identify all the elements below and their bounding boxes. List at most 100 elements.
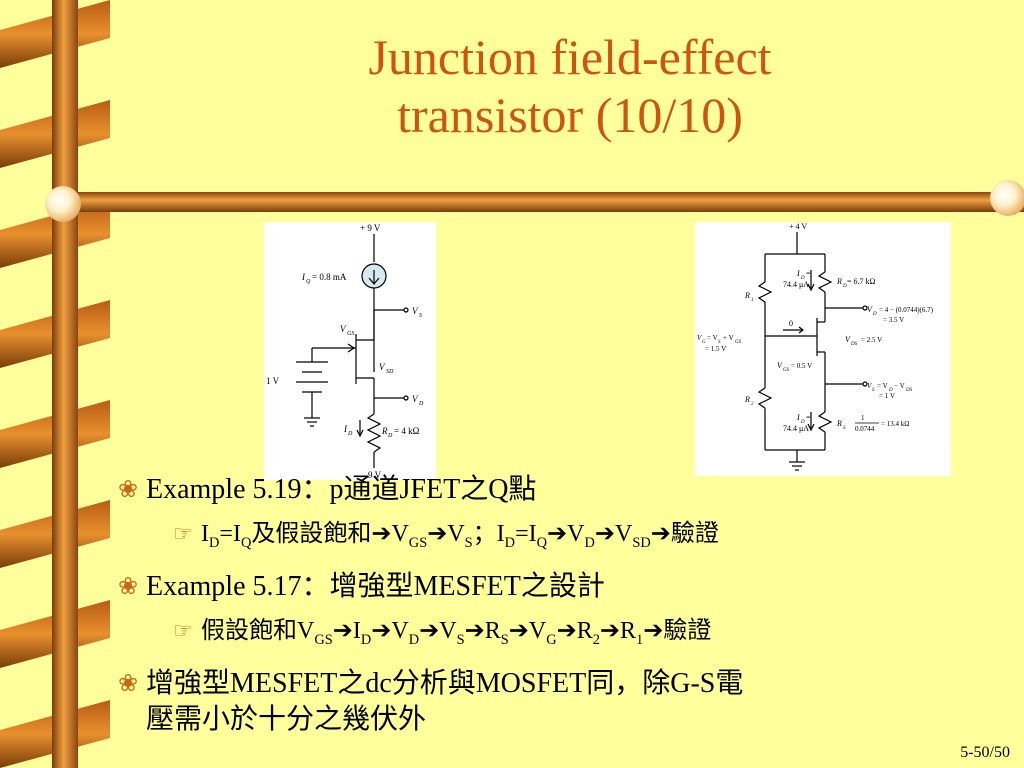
rd-symbol: R — [836, 277, 842, 286]
pointing-hand-icon: ☞ — [173, 521, 193, 546]
bullet-example-519: ❀ Example 5.19：p通道JFET之Q點 — [118, 472, 1008, 508]
vgs-value: = 0.5 V — [791, 362, 812, 370]
id-sub: D — [347, 431, 353, 437]
arrow-icon: ➔ — [371, 617, 392, 644]
rd-sub: D — [387, 433, 393, 439]
r1-symbol: R — [744, 291, 750, 300]
left-supply-label: + 9 V — [360, 223, 381, 233]
flower-bullet-icon: ❀ — [118, 477, 139, 503]
vs-sub: S — [872, 388, 875, 393]
title-line-1: Junction field-effect — [368, 29, 772, 85]
bullet-text-line-1: 增強型MESFET之dc分析與MOSFET同，除G-S電 — [146, 667, 744, 699]
arrow-icon: ➔ — [594, 521, 615, 547]
vs-eq2: − V — [894, 382, 905, 390]
sub-bullet-jfet-steps: ☞ ID=IQ及假設飽和➔VGS➔VS；ID=IQ➔VD➔VSD➔驗證 — [173, 518, 1008, 559]
rs-sub: S — [843, 426, 846, 431]
rs-symbol: R — [836, 419, 842, 428]
vg-sub: G — [702, 340, 706, 345]
vgs-sub: GS — [783, 368, 790, 373]
vs-eq2-sub: DS — [905, 388, 913, 393]
vgs-symbol: V — [777, 361, 783, 370]
r1-sub: 1 — [751, 298, 754, 303]
r2-sub: 2 — [751, 402, 754, 407]
vgs-symbol: V — [340, 324, 347, 334]
id-top-sub: D — [800, 276, 805, 281]
vs-eq: = V — [877, 382, 888, 390]
vd-symbol: V — [867, 305, 873, 314]
arrow-icon: ➔ — [332, 617, 353, 644]
pointing-hand-icon: ☞ — [173, 617, 193, 643]
id-bottom-sub: D — [800, 420, 805, 425]
bar-knob-left — [45, 186, 81, 222]
bullet-list: ❀ Example 5.19：p通道JFET之Q點 ☞ ID=IQ及假設飽和➔V… — [118, 472, 1008, 748]
vg-symbol: V — [697, 334, 702, 342]
vs-symbol: V — [412, 306, 419, 316]
vd-equation: = 4 − (0.0744)(6.7) — [879, 306, 934, 314]
id-top-equals: = — [806, 269, 811, 278]
id-top-value: 74.4 μA — [783, 280, 809, 289]
title-line-2: transistor (10/10) — [397, 87, 743, 143]
slide-title: Junction field-effect transistor (10/10) — [170, 28, 970, 144]
rd-value: = 6.7 kΩ — [847, 277, 876, 286]
pchannel-jfet-circuit: + 9 V I Q = 0.8 mA V S V GS V SD V D 1 V… — [264, 222, 436, 480]
iq-symbol: I — [301, 272, 306, 282]
right-supply-label: + 4 V — [789, 222, 807, 231]
vds-value: = 2.5 V — [861, 336, 882, 344]
arrow-icon: ➔ — [371, 521, 392, 547]
negative-supply-label: 9 V — [368, 470, 382, 480]
bullet-text: Example 5.17：增強型MESFET之設計 — [146, 570, 605, 602]
page-number: 5-50/50 — [960, 744, 1010, 761]
decorative-rail — [0, 0, 110, 768]
id-bottom-value: 74.4 μA — [783, 424, 809, 433]
vds-sub: DS — [850, 342, 858, 347]
vds-symbol: V — [845, 335, 851, 344]
arrow-icon: ➔ — [650, 521, 671, 547]
id-symbol: I — [343, 424, 348, 434]
id-bottom-equals: = — [806, 413, 811, 422]
vgs-sub: GS — [347, 331, 354, 337]
vs-value: = 1 V — [879, 392, 895, 400]
rd-symbol: R — [381, 426, 388, 436]
vd-result: = 3.5 V — [883, 316, 904, 324]
iq-value: = 0.8 mA — [312, 272, 347, 282]
vs-sub: S — [419, 313, 422, 319]
vs-eq-sub: D — [888, 388, 893, 393]
vs-symbol: V — [867, 382, 872, 390]
id-top-symbol: I — [796, 269, 800, 278]
mesfet-design-circuit: + 4 V I D = 74.4 μA R D = 6.7 kΩ R 1 V D… — [695, 222, 951, 476]
id-bottom-symbol: I — [796, 413, 800, 422]
arrow-icon: ➔ — [508, 617, 529, 644]
arrow-icon: ➔ — [464, 617, 485, 644]
vg-eq2-sub: GS — [735, 340, 742, 345]
vd-sub: D — [872, 312, 877, 317]
vg-value: = 1.5 V — [705, 345, 726, 353]
arrow-icon: ➔ — [643, 617, 664, 644]
rd-sub: D — [842, 284, 847, 289]
header-divider-bar — [55, 192, 1024, 212]
vd-symbol: V — [412, 394, 419, 404]
flower-bullet-icon: ❀ — [118, 573, 139, 600]
arrow-icon: ➔ — [427, 521, 448, 547]
arrow-icon: ➔ — [547, 521, 568, 547]
vg-eq2: + V — [723, 334, 734, 342]
gate-current-zero: 0 — [789, 319, 793, 328]
rs-denominator: 0.0744 — [855, 425, 875, 433]
bullet-text-line-2: 壓需小於十分之幾伏外 — [146, 703, 427, 735]
bullet-example-517: ❀ Example 5.17：增強型MESFET之設計 — [118, 569, 1008, 605]
source-voltage: 1 V — [266, 376, 280, 386]
flower-bullet-icon: ❀ — [118, 670, 139, 697]
vd-sub: D — [418, 401, 424, 407]
bar-knob-right — [990, 180, 1024, 216]
vsd-symbol: V — [379, 362, 386, 372]
arrow-icon: ➔ — [599, 617, 621, 644]
vg-eq: = V — [707, 334, 718, 342]
arrow-icon: ➔ — [556, 617, 577, 644]
rs-numerator: 1 — [861, 414, 865, 422]
sub-bullet-mesfet-steps: ☞ 假設飽和VGS➔ID➔VD➔VS➔RS➔VG➔R2➔R1➔驗證 — [173, 615, 1008, 656]
bullet-text: Example 5.19：p通道JFET之Q點 — [146, 474, 537, 505]
r2-symbol: R — [744, 395, 750, 404]
iq-sub: Q — [306, 279, 311, 285]
rs-value: = 13.4 kΩ — [881, 420, 909, 428]
bullet-mesfet-dc-analysis: ❀ 增強型MESFET之dc分析與MOSFET同，除G-S電 壓需小於十分之幾伏… — [118, 666, 1008, 738]
vsd-sub: SD — [386, 369, 394, 375]
